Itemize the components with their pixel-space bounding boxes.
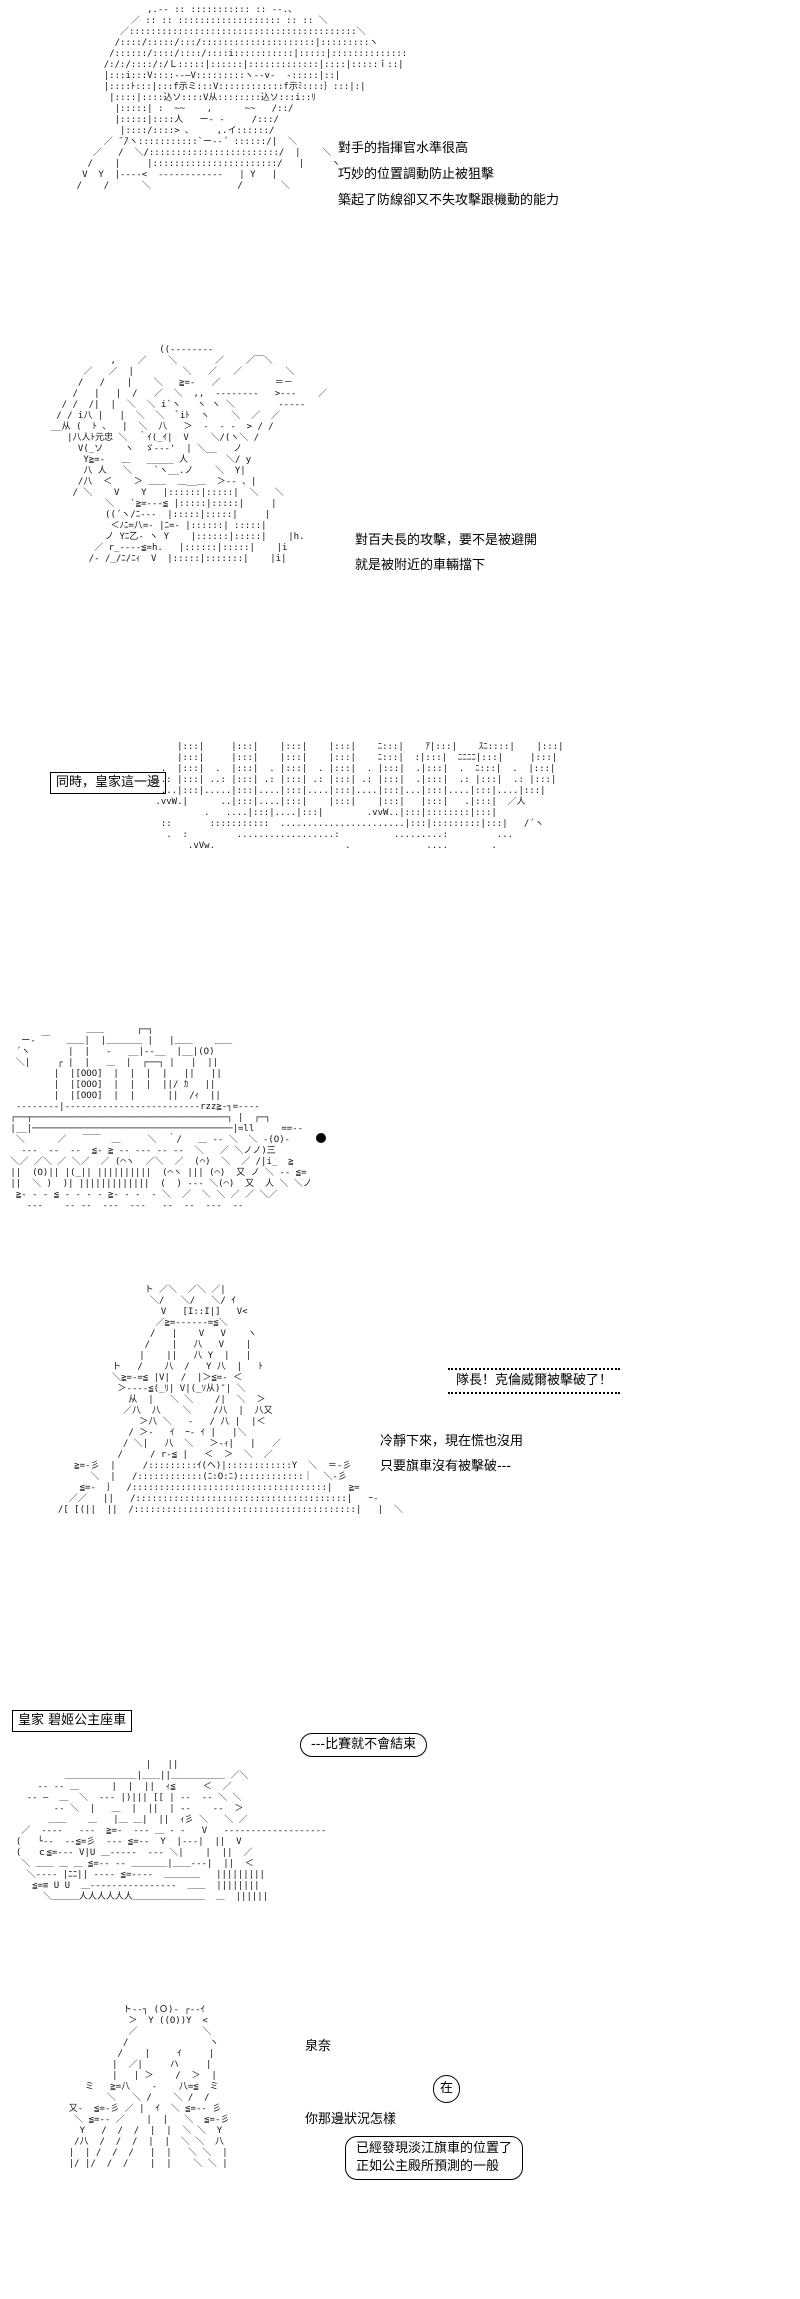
speaker-name: 泉奈	[305, 2039, 332, 2054]
ascii-art-commander-calm: ト ／＼ ／＼ ／| ＼/ ＼/ ＼/ ｲ V [I::I|] V< ／≧=‐‐…	[57, 1285, 403, 1515]
scene-caption: 同時，皇家這一邊	[50, 772, 167, 794]
ascii-art-tank-gun: ((‐‐‐‐‐‐‐‐ , ／ ＼ ／ ／￣＼ ／ ／ | ＼ ／ ／ ＼ / /…	[50, 345, 328, 564]
dialogue-line-1: 冷靜下來，現在慌也沒用	[380, 1434, 524, 1449]
narration-line-2: 巧妙的位置調動防止被狙擊	[338, 167, 495, 182]
dialogue-line-2: 只要旗車沒有被擊破---	[380, 1459, 512, 1474]
narration-line-3: 築起了防線卻又不失攻擊跟機動的能力	[338, 193, 560, 208]
muzzle-flash-dot	[316, 1133, 326, 1143]
panel-1: ,.-‐ :: ::::::::::: :: ‐-.、 ／ :: :: ::::…	[0, 0, 800, 340]
panel-3: 同時，皇家這一邊 |:::| |:::| |:::| |:::| ﾆ:::| ｱ…	[0, 720, 800, 1020]
panel-5: ト ／＼ ／＼ ／| ＼/ ＼/ ＼/ ｲ V [I::I|] V< ／≧=‐‐…	[0, 1280, 800, 1700]
question-line: 你那邊狀況怎樣	[305, 2112, 397, 2127]
reply-bubble: 已經發現淡江旗車的位置了 正如公主殿所預測的一般	[345, 2136, 524, 2180]
narration-line-2: 就是被附近的車輛擋下	[355, 558, 486, 573]
small-speech-bubble: 在	[433, 2075, 461, 2103]
panel-4: ＿＿ ┌─┐ ー‐ ￣ ＿＿| |＿＿＿＿ | |＿＿ ＿＿ ´ヽ | | ‐ …	[0, 1020, 800, 1280]
panel-2: ((‐‐‐‐‐‐‐‐ , ／ ＼ ／ ／￣＼ ／ ／ | ＼ ／ ／ ＼ / /…	[0, 340, 800, 720]
reply-line-1: 已經發現淡江旗車的位置了	[356, 2141, 513, 2156]
ascii-art-shell-impacts: |:::| |:::| |:::| |:::| ﾆ:::| ｱ|:::| ｽﾆ:…	[155, 742, 564, 851]
ascii-art-commander: ,.-‐ :: ::::::::::: :: ‐-.、 ／ :: :: ::::…	[76, 5, 408, 191]
panel-6: 皇家 碧姬公主座車 ---比賽就不會結束 | || ＿＿＿＿＿＿＿＿|＿＿||＿…	[0, 1700, 800, 2000]
ascii-art-tank-firing: ＿＿ ┌─┐ ー‐ ￣ ＿＿| |＿＿＿＿ | |＿＿ ＿＿ ´ヽ | | ‐ …	[10, 1025, 312, 1211]
ascii-art-princess: ト‐‐┐ (Ｏ)‐ ┌‐‐ｲ ＞ Y ((O))Y < ／ ＼ / ヽ / | …	[68, 2005, 230, 2169]
reply-line-2: 正如公主殿所預測的一般	[356, 2159, 500, 2174]
narration-line-1: 對百夫長的攻擊，要不是被避開	[355, 533, 538, 548]
subordinate-shout: 隊長！克倫威爾被擊破了！	[448, 1368, 621, 1394]
ascii-art-flag-tank: | || ＿＿＿＿＿＿＿＿|＿＿||＿＿＿＿＿＿ ／＼ ‐‐ ‐‐ ＿ | | …	[15, 1760, 327, 1902]
speech-bubble: ---比賽就不會結束	[300, 1733, 428, 1757]
narration-line-1: 對手的指揮官水準很高	[338, 141, 469, 156]
scene-caption: 皇家 碧姬公主座車	[12, 1710, 133, 1732]
panel-7: ト‐‐┐ (Ｏ)‐ ┌‐‐ｲ ＞ Y ((O))Y < ／ ＼ / ヽ / | …	[0, 2000, 800, 2299]
